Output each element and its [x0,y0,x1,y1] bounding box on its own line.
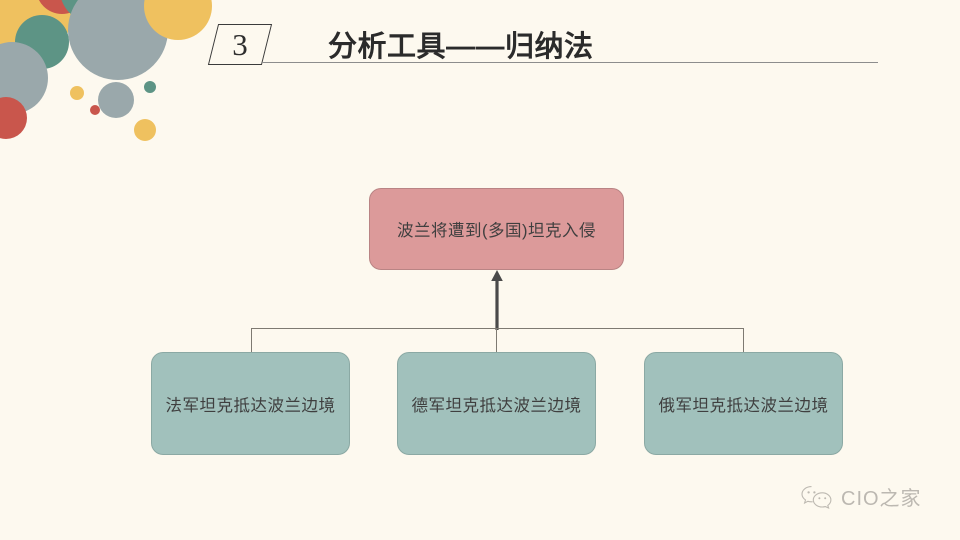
connector-stem-middle [496,328,498,353]
diagram-node-premise-2[interactable]: 德军坦克抵达波兰边境 [397,352,596,455]
title-underline-rule [262,62,878,63]
wechat-icon [801,485,832,509]
connector-stem-left [251,328,253,353]
slide-header: 3 分析工具——归纳法 [0,0,960,80]
connector-bracket-horizontal [251,328,744,330]
arrow-up-icon [491,270,503,330]
diagram-node-conclusion[interactable]: 波兰将遭到(多国)坦克入侵 [369,188,624,270]
diagram-node-premise-3[interactable]: 俄军坦克抵达波兰边境 [644,352,843,455]
diagram-node-premise-1[interactable]: 法军坦克抵达波兰边境 [151,352,350,455]
watermark-label: CIO之家 [841,488,922,510]
connector-stem-right [743,328,745,353]
section-number-label: 3 [232,27,248,62]
page-title: 分析工具——归纳法 [328,31,594,63]
watermark: CIO之家 [800,482,922,511]
